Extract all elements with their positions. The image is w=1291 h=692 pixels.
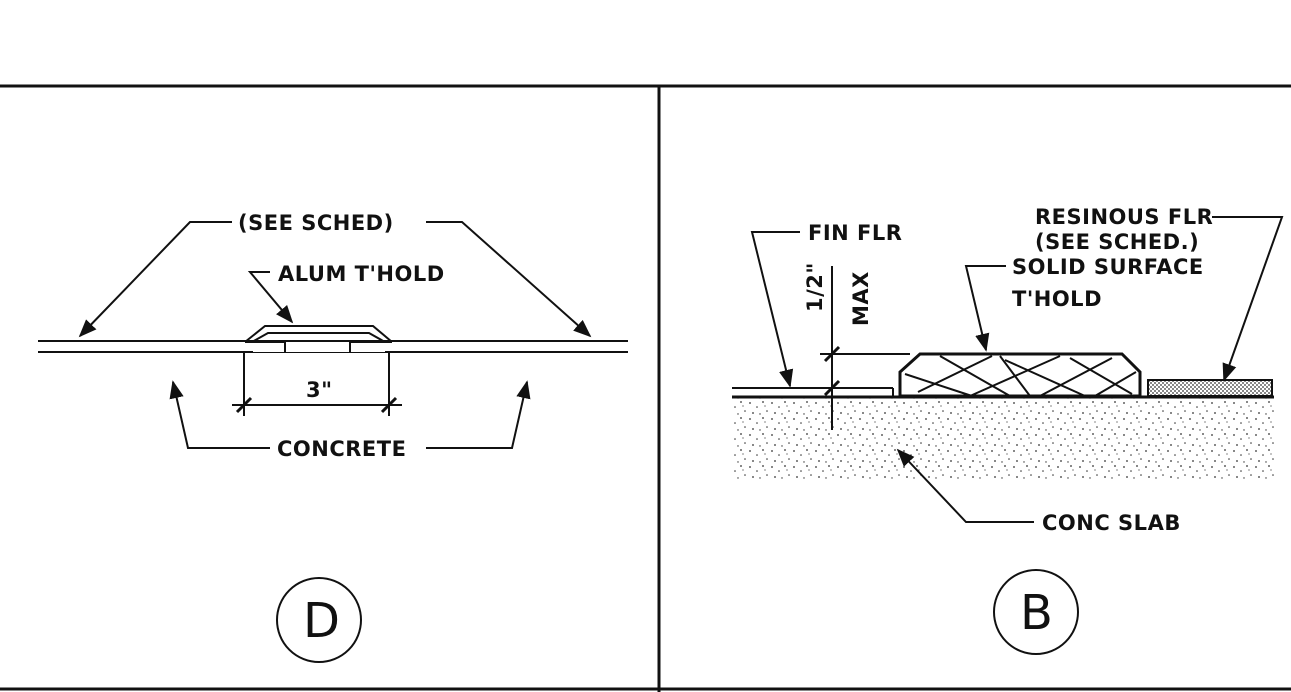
concrete-leaders [169, 380, 531, 449]
finish-floor-left [732, 387, 894, 397]
detail-tag-b: B [1020, 585, 1053, 641]
fin-flr-label: FIN FLR [808, 221, 902, 245]
alum-threshold-leader [247, 271, 294, 324]
height-dimension [820, 266, 910, 430]
fin-flr-leader [750, 231, 800, 388]
detail-tag-circle-d [276, 577, 362, 663]
dimension-3in-label: 3" [306, 378, 333, 402]
resinous-flr-label-line2: (SEE SCHED.) [1035, 230, 1199, 254]
resinous-flr-leader [1212, 216, 1284, 382]
conc-slab-label: CONC SLAB [1042, 511, 1181, 535]
alum-threshold-label: ALUM T'HOLD [278, 262, 445, 286]
height-dimension-label: 1/2" [803, 262, 827, 312]
solid-surface-label-line2: T'HOLD [1012, 287, 1102, 311]
resinous-floor-right [1147, 379, 1273, 397]
conc-slab-leader [896, 448, 1034, 523]
solid-surface-leader [964, 265, 1006, 352]
concrete-slab [732, 395, 1274, 480]
detail-tag-circle-b [993, 569, 1079, 655]
see-sched-label: (SEE SCHED) [238, 211, 394, 235]
detail-d: 3" (SEE SCHED) ALUM T'HOLD CONCRETE D [38, 211, 628, 663]
resinous-flr-label-line1: RESINOUS FLR [1035, 205, 1213, 229]
see-sched-leaders [78, 221, 592, 338]
solid-surface-threshold [898, 352, 1142, 398]
concrete-label: CONCRETE [277, 437, 406, 461]
dimension-3in [232, 352, 402, 416]
height-max-label: MAX [849, 271, 873, 326]
alum-threshold-profile [244, 325, 393, 352]
sheet-frame [0, 84, 1291, 692]
solid-surface-label-line1: SOLID SURFACE [1012, 255, 1204, 279]
detail-tag-d: D [303, 593, 340, 649]
detail-b: 1/2" MAX FIN FLR RESINOUS FLR (SEE SCHED… [732, 205, 1284, 655]
